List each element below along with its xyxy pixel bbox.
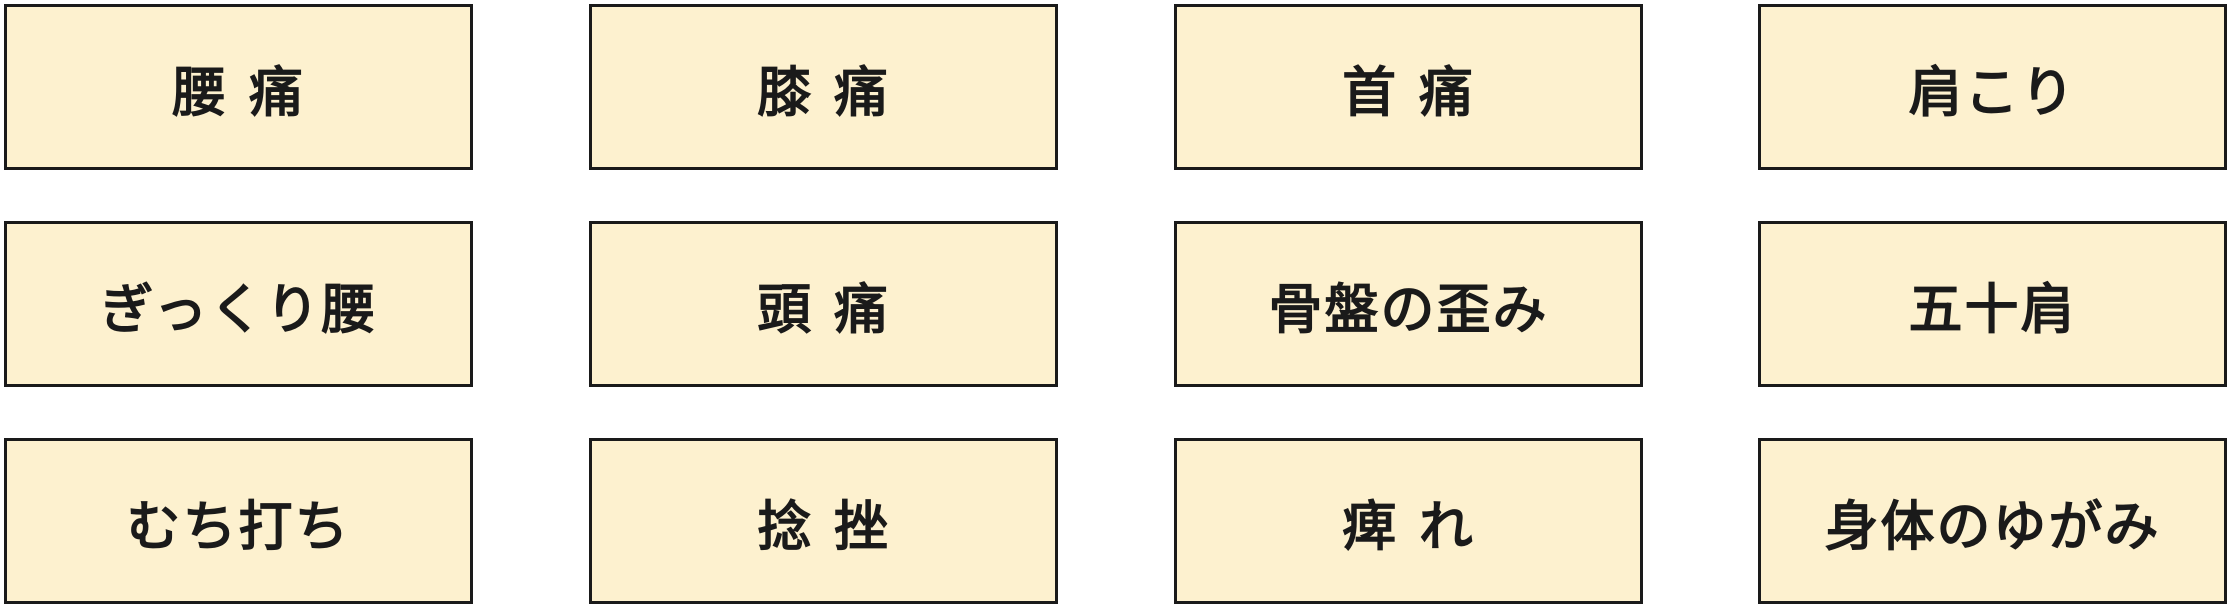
symptom-label: ぎっくり腰	[99, 277, 378, 341]
symptom-label: 肩こり	[1908, 60, 2077, 124]
symptom-label: 膝 痛	[757, 60, 890, 124]
symptom-button-body-distortion[interactable]: 身体のゆがみ	[1758, 438, 2227, 604]
symptom-button-frozen-shoulder[interactable]: 五十肩	[1758, 221, 2227, 387]
symptom-label: 頭 痛	[757, 277, 890, 341]
symptom-label: むち打ち	[126, 494, 351, 558]
symptom-button-neck-pain[interactable]: 首 痛	[1174, 4, 1643, 170]
symptom-label: 痺 れ	[1342, 494, 1475, 558]
symptom-button-stiff-shoulders[interactable]: 肩こり	[1758, 4, 2227, 170]
symptom-button-strained-back[interactable]: ぎっくり腰	[4, 221, 473, 387]
symptom-label: 身体のゆがみ	[1824, 494, 2161, 558]
symptom-button-numbness[interactable]: 痺 れ	[1174, 438, 1643, 604]
symptom-label: 腰 痛	[172, 60, 305, 124]
symptom-button-lower-back-pain[interactable]: 腰 痛	[4, 4, 473, 170]
symptom-button-sprain[interactable]: 捻 挫	[589, 438, 1058, 604]
symptom-button-knee-pain[interactable]: 膝 痛	[589, 4, 1058, 170]
symptom-label: 首 痛	[1342, 60, 1475, 124]
symptom-label: 骨盤の歪み	[1268, 277, 1549, 341]
symptom-label: 捻 挫	[757, 494, 890, 558]
symptom-label: 五十肩	[1908, 277, 2077, 341]
symptom-button-pelvic-distortion[interactable]: 骨盤の歪み	[1174, 221, 1643, 387]
symptom-button-whiplash[interactable]: むち打ち	[4, 438, 473, 604]
symptom-button-headache[interactable]: 頭 痛	[589, 221, 1058, 387]
